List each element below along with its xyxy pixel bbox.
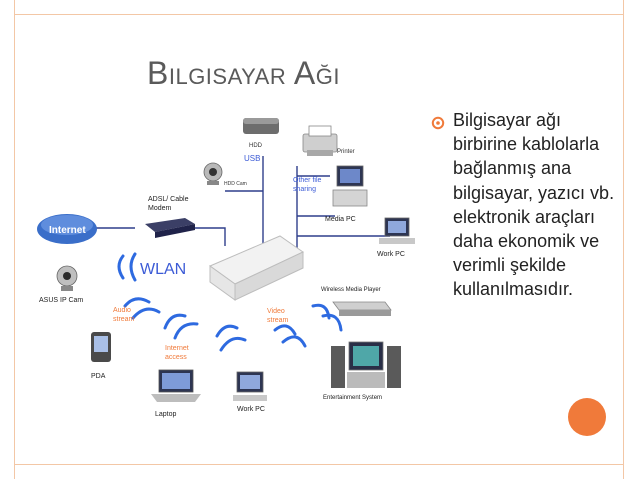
work-pc-bottom-icon — [233, 371, 267, 401]
label-audio-stream: stream — [113, 316, 135, 323]
label-other-file: Other file — [293, 177, 322, 184]
label-hdd-cam: HDD Cam — [224, 181, 247, 187]
label-media-pc: Media PC — [325, 216, 356, 223]
hdd-icon — [243, 118, 279, 134]
label-pda: PDA — [91, 373, 106, 380]
frame-line-top — [14, 14, 624, 15]
ip-camera-icon — [56, 265, 78, 291]
frame-line-bottom — [14, 464, 624, 465]
label-audio: Audio — [113, 307, 131, 314]
pda-icon — [91, 332, 111, 362]
label-wlan: WLAN — [140, 261, 186, 278]
label-entertainment-system: Entertainment System — [323, 395, 382, 401]
label-wireless-media-player: Wireless Media Player — [321, 287, 381, 293]
label-video-stream: stream — [267, 317, 289, 324]
bullet-ring-icon — [431, 116, 445, 130]
label-asus-ip-cam: ASUS IP Cam — [39, 297, 83, 304]
printer-icon — [302, 125, 338, 156]
media-player-icon — [332, 301, 392, 316]
label-work-pc-bottom: Work PC — [237, 406, 265, 413]
label-access: access — [165, 354, 187, 361]
label-printer: Printer — [337, 149, 355, 155]
work-pc-right-icon — [379, 217, 415, 244]
label-modem: Modem — [148, 205, 172, 212]
wifi-waves — [117, 252, 343, 352]
internet-cloud-icon — [37, 214, 97, 244]
label-usb: USB — [244, 154, 260, 163]
slide-title: Bilgisayar Ağı — [147, 55, 340, 91]
frame-line-right — [623, 0, 624, 479]
label-video: Video — [267, 308, 285, 315]
label-internet: Internet — [49, 225, 86, 236]
label-adsl: ADSL/ Cable — [148, 196, 189, 203]
webcam-icon — [203, 162, 223, 185]
bullet-text: Bilgisayar ağı birbirine kablolarla bağl… — [453, 110, 615, 300]
frame-line-left — [14, 0, 15, 479]
label-internet-access: Internet — [165, 345, 189, 352]
entertainment-system-icon — [331, 341, 401, 388]
media-pc-icon — [332, 165, 368, 207]
label-sharing: sharing — [293, 186, 316, 193]
decorative-orange-circle — [568, 398, 606, 436]
laptop-icon — [151, 369, 201, 402]
label-laptop: Laptop — [155, 411, 177, 418]
modem-icon — [145, 218, 195, 238]
label-hdd: HDD — [249, 143, 263, 149]
label-work-pc-right: Work PC — [377, 251, 405, 258]
router-icon — [208, 235, 304, 301]
network-diagram: HDD USB Printer HDD Cam ADSL/ Cable Mode… — [35, 106, 430, 431]
